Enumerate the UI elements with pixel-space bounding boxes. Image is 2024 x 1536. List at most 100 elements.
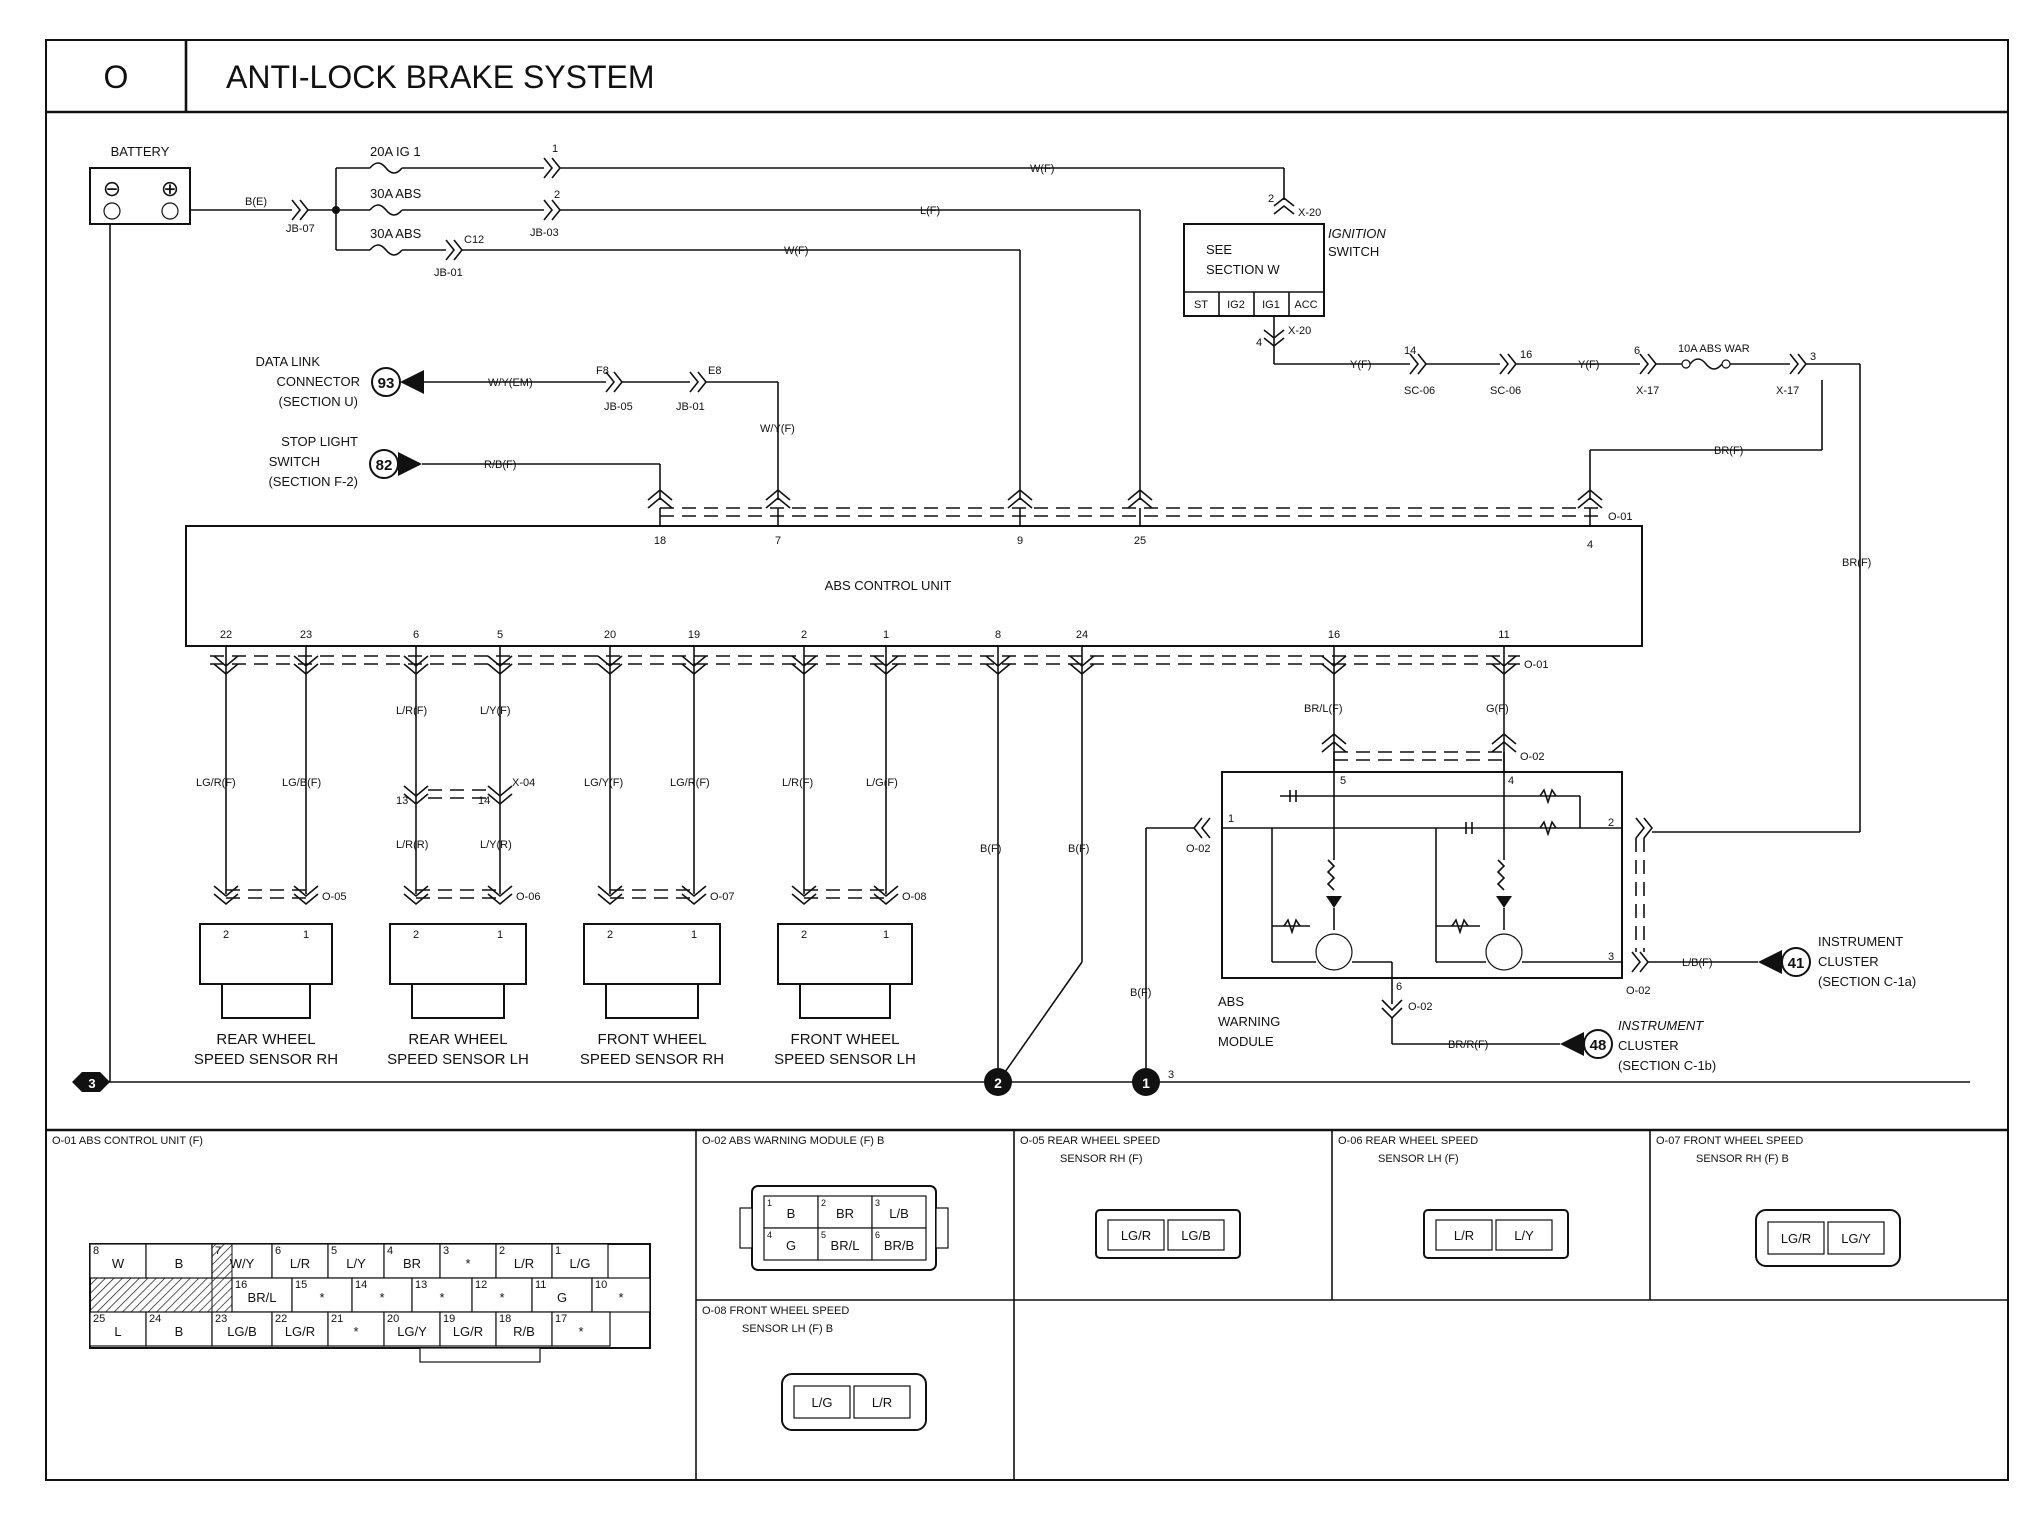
section-letter: O (104, 59, 129, 95)
o01-pin-color: B (175, 1324, 184, 1339)
o02-pin-num: 2 (821, 1198, 826, 1208)
fuse-30a-abs-2: 30A ABS (370, 226, 422, 241)
sensor-pin-1: 1 (497, 929, 503, 941)
o01-pin-num: 24 (149, 1313, 161, 1325)
wire-label-lgf: L/G(F) (866, 777, 898, 789)
ign-term-ig2: IG2 (1227, 299, 1245, 311)
o07-connector-face: LG/R LG/Y (1755, 1209, 1901, 1267)
o01-pin-num: 20 (387, 1313, 399, 1325)
o01-pin-num: 6 (275, 1245, 281, 1257)
o06-pin-b: L/Y (1514, 1228, 1534, 1243)
wire-label-brr: BR/R(F) (1448, 1039, 1488, 1051)
o07-pin-a: LG/R (1781, 1231, 1811, 1246)
o01-pin-color: L/Y (346, 1256, 366, 1271)
panel-o07-title2: SENSOR RH (F) B (1696, 1153, 1789, 1165)
o01-pin-num: 16 (235, 1279, 247, 1291)
dlc-label1: DATA LINK (255, 354, 320, 369)
o01-pin-color: G (557, 1290, 567, 1305)
conn-jb07: JB-07 (286, 223, 315, 235)
abs-warning-module: 5 4 1 2 3 6 (1221, 771, 1623, 993)
sensor-pin-1: 1 (691, 929, 697, 941)
wire-label-lrf2: L/R(F) (782, 777, 813, 789)
stop-label1: STOP LIGHT (281, 434, 358, 449)
sensor-pin-2: 2 (801, 929, 807, 941)
x04-label: X-04 (512, 777, 535, 789)
o01-pin-color: BR (403, 1256, 421, 1271)
wire-label-lbf: L/B(F) (1682, 957, 1713, 969)
o01-pin-num: 25 (93, 1313, 105, 1325)
o01-pin-num: 5 (331, 1245, 337, 1257)
o01-pin-num: 19 (443, 1313, 455, 1325)
dlc-e8: E8 (708, 365, 721, 377)
ignition-switch: SEE SECTION W IGNITION SWITCH ST IG2 IG1… (1183, 223, 1386, 317)
wire-label-lyf: L/Y(F) (480, 705, 511, 717)
ign-term-ig1: IG1 (1262, 299, 1280, 311)
sensor-label2: SPEED SENSOR RH (194, 1051, 338, 1068)
chain-fuse-10a: 10A ABS WAR (1678, 343, 1750, 355)
chain-sc06a: SC-06 (1404, 385, 1435, 397)
o01-pin-color: R/B (513, 1324, 535, 1339)
ign-section: SECTION W (1206, 262, 1280, 277)
ign-label1: IGNITION (1328, 226, 1386, 241)
o01-pin-num: 8 (93, 1245, 99, 1257)
o01-pin-color: LG/B (227, 1324, 257, 1339)
ground-pin-3: 3 (1168, 1069, 1174, 1081)
module-label1: ABS (1218, 994, 1244, 1009)
sensor-pin-2: 2 (223, 929, 229, 941)
o01-pin-num: 15 (295, 1279, 307, 1291)
panel-o06-title2: SENSOR LH (F) (1378, 1153, 1459, 1165)
o01-pin-num: 12 (475, 1279, 487, 1291)
o02-pin-num: 3 (875, 1198, 880, 1208)
ecu-pin-4: 4 (1587, 539, 1593, 551)
cluster2-label1: INSTRUMENT (1618, 1018, 1704, 1033)
dlc-label3: (SECTION U) (279, 394, 358, 409)
chain-x17a: X-17 (1636, 385, 1659, 397)
o02-pin-num: 4 (767, 1230, 772, 1240)
conn-jb03: JB-03 (530, 227, 559, 239)
wire-label-lyr: L/Y(R) (480, 839, 512, 851)
module-label2: WARNING (1218, 1014, 1280, 1029)
module-pin-1: 1 (1228, 813, 1234, 825)
ecu-pin-9: 9 (1017, 535, 1023, 547)
x04-p14: 14 (478, 795, 490, 807)
wire-label-rbf: R/B(F) (484, 459, 516, 471)
o01-pin-color: LG/R (285, 1324, 315, 1339)
panel-o02-title: O-02 ABS WARNING MODULE (F) B (702, 1135, 884, 1147)
sensor-conn-label: O-07 (710, 891, 734, 903)
cluster1-number: 41 (1788, 955, 1805, 972)
ecu-pin-8: 8 (995, 629, 1001, 641)
wire-label-lrr: L/R(R) (396, 839, 428, 851)
page-frame (45, 39, 2009, 1481)
wire-label-lrf: L/R(F) (396, 705, 427, 717)
panel-o08-title2: SENSOR LH (F) B (742, 1323, 833, 1335)
o02-pin-color: L/B (889, 1206, 909, 1221)
fuse-20a-ig1: 20A IG 1 (370, 144, 421, 159)
module-conn-o02d: O-02 (1408, 1001, 1432, 1013)
ecu-pin-23: 23 (300, 629, 312, 641)
o06-pin-a: L/R (1454, 1228, 1474, 1243)
sensor-conn-label: O-05 (322, 891, 346, 903)
o01-pin-color: * (465, 1256, 470, 1271)
o01-pin-color: L/G (570, 1256, 591, 1271)
battery-label: BATTERY (111, 144, 170, 159)
sensor-label1: REAR WHEEL (216, 1031, 315, 1048)
chain-p16: 16 (1520, 349, 1532, 361)
wire-label-g: G(F) (1486, 703, 1509, 715)
wire-label-br-top: BR(F) (1714, 445, 1743, 457)
o01-pin-num: 11 (535, 1279, 546, 1291)
sensor-label2: SPEED SENSOR RH (580, 1051, 724, 1068)
ecu-pin-22: 22 (220, 629, 232, 641)
o02-pin-num: 5 (821, 1230, 826, 1240)
transistor-icon (1315, 933, 1353, 971)
wire-label-l-mid: L(F) (920, 205, 940, 217)
cluster2-number: 48 (1590, 1037, 1607, 1054)
ecu-pin-1: 1 (883, 629, 889, 641)
module-label3: MODULE (1218, 1034, 1274, 1049)
sensor-pin-2: 2 (607, 929, 613, 941)
chain-p3: 3 (1810, 351, 1816, 363)
ign-see: SEE (1206, 242, 1232, 257)
module-pin-3: 3 (1608, 951, 1614, 963)
o06-connector-face: L/R L/Y (1423, 1209, 1569, 1259)
